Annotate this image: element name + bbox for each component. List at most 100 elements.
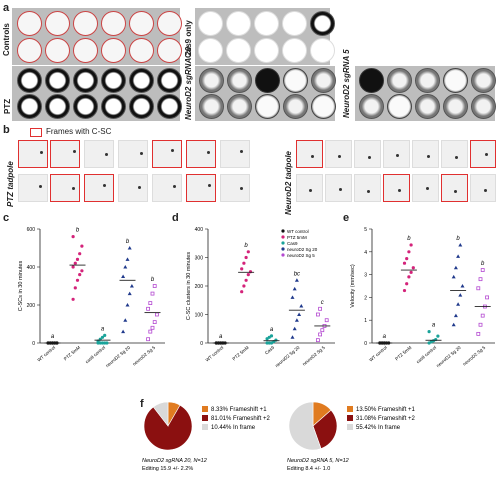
pie-slice	[143, 404, 193, 451]
frame	[470, 140, 496, 168]
frame	[50, 140, 80, 168]
data-point	[125, 303, 130, 307]
data-point	[71, 297, 75, 301]
well	[198, 38, 223, 63]
data-point	[324, 318, 329, 323]
well	[471, 94, 496, 119]
frame	[50, 174, 80, 202]
well	[255, 94, 280, 119]
label-controls: Controls	[2, 23, 11, 56]
legend-label: 10.44% In frame	[211, 425, 256, 431]
y-tick-label: 4	[364, 250, 367, 256]
frame	[325, 140, 352, 168]
frame	[18, 140, 48, 168]
x-tick-label: cas9 control	[415, 345, 437, 364]
well	[45, 68, 70, 93]
y-axis-label: C-SCs in 30 minutes	[18, 261, 24, 312]
data-point	[290, 335, 295, 339]
well	[282, 11, 307, 36]
data-point	[411, 266, 415, 270]
data-point	[125, 257, 130, 261]
significance-letter: b	[456, 236, 460, 242]
significance-letter: a	[219, 334, 223, 340]
sgrna20-plate	[195, 66, 336, 121]
well	[73, 38, 98, 63]
well	[255, 68, 280, 93]
data-point	[80, 269, 84, 273]
frame	[412, 174, 439, 202]
legend-swatch	[347, 424, 353, 430]
well	[157, 94, 182, 119]
y-tick-label: 300	[195, 256, 204, 262]
well	[45, 11, 70, 36]
legend-label: 13.50% Frameshift +1	[356, 407, 416, 413]
well	[254, 11, 279, 36]
significance-letter: bc	[294, 271, 300, 277]
panel-label-e: e	[343, 212, 350, 224]
y-tick-label: 0	[200, 341, 203, 347]
data-point	[152, 320, 157, 324]
pie-editing: Editing 8.4 +/- 1.0	[287, 466, 330, 472]
legend-swatch	[202, 415, 208, 421]
data-point	[75, 257, 80, 261]
label-ptz: PTZ	[3, 98, 12, 114]
pie-editing: Editing 15.9 +/- 2.2%	[142, 466, 193, 472]
well	[310, 11, 335, 36]
data-point	[405, 257, 409, 261]
data-point	[436, 334, 440, 338]
data-point	[292, 286, 297, 291]
well	[17, 94, 42, 119]
frame	[152, 140, 182, 168]
well	[311, 68, 336, 93]
label-neurod2-tadpole: NeuroD2 tadpole	[284, 150, 293, 215]
x-tick-label: PTZ 5mM	[231, 345, 250, 362]
frame	[441, 140, 468, 168]
well	[129, 38, 154, 63]
x-tick-label: neuroD2 Sg 20	[105, 345, 132, 369]
well	[73, 94, 98, 119]
data-point	[320, 328, 325, 333]
y-tick-label: 200	[195, 284, 204, 290]
y-tick-label: 200	[27, 303, 36, 309]
sg5-row-2	[359, 94, 496, 119]
panel-label-b: b	[3, 124, 10, 136]
ptz-row-2	[17, 94, 182, 119]
data-point	[290, 295, 295, 299]
significance-letter: a	[51, 334, 55, 340]
x-tick-label: PTZ 5mM	[63, 345, 82, 362]
well	[415, 94, 440, 119]
data-point	[129, 284, 134, 288]
controls-plate	[12, 8, 182, 65]
data-point	[154, 312, 159, 317]
legend-swatch	[347, 406, 353, 412]
y-axis-label: Velocity (mm/sec)	[350, 264, 356, 308]
legend-label: 8.33% Frameshift +1	[211, 407, 267, 413]
frame	[296, 174, 323, 202]
well	[198, 11, 223, 36]
legend-label: WT control	[287, 229, 309, 234]
well	[17, 68, 42, 93]
legend-swatch-frame	[30, 128, 42, 137]
data-point	[269, 334, 274, 338]
legend-label: neuroD2 Sg 5	[287, 253, 315, 258]
pie-sgrna20: 8.33% Frameshift +1 81.01% Frameshift +2 1…	[142, 401, 271, 472]
frame	[325, 174, 352, 202]
well	[311, 94, 336, 119]
data-point	[476, 331, 481, 336]
data-point	[427, 330, 431, 334]
well	[129, 68, 154, 93]
well	[101, 11, 126, 36]
data-point	[480, 313, 485, 318]
data-point	[297, 312, 302, 316]
well	[199, 94, 224, 119]
legend-marker	[281, 241, 285, 245]
well	[73, 11, 98, 36]
legend-label: 81.01% Frameshift +2	[211, 416, 271, 422]
data-point	[150, 291, 155, 296]
legend-label: Cas9	[287, 241, 298, 246]
significance-letter: a	[101, 326, 105, 332]
data-point	[98, 341, 102, 345]
y-tick-label: 5	[364, 227, 367, 233]
